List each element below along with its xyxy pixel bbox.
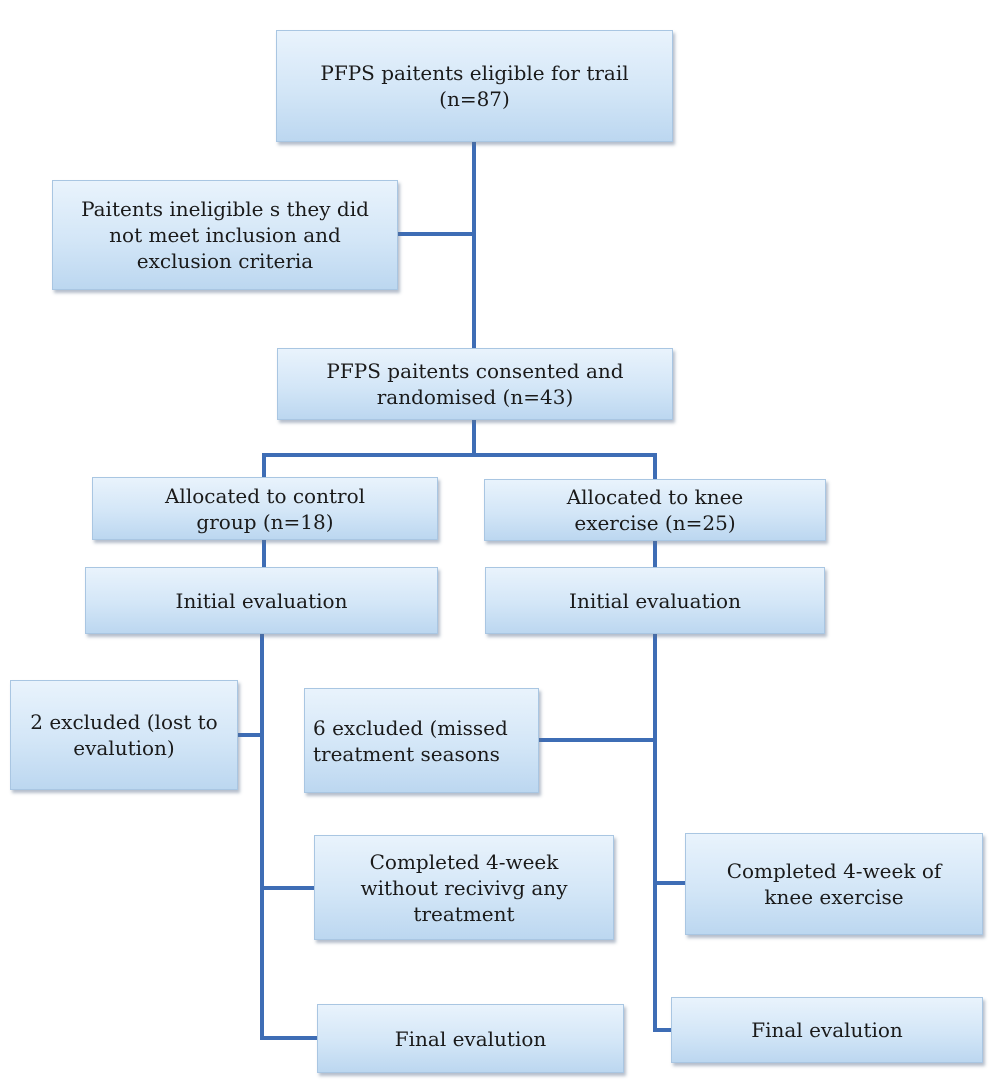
node-control-final-evaluation: Final evalution <box>317 1004 624 1073</box>
node-control-initial-evaluation: Initial evaluation <box>85 567 438 634</box>
node-eligible: PFPS paitents eligible for trail(n=87) <box>276 30 673 142</box>
node-exercise-initial-evaluation: Initial evaluation <box>485 567 825 634</box>
node-exercise-final-evaluation: Final evalution <box>671 997 983 1063</box>
